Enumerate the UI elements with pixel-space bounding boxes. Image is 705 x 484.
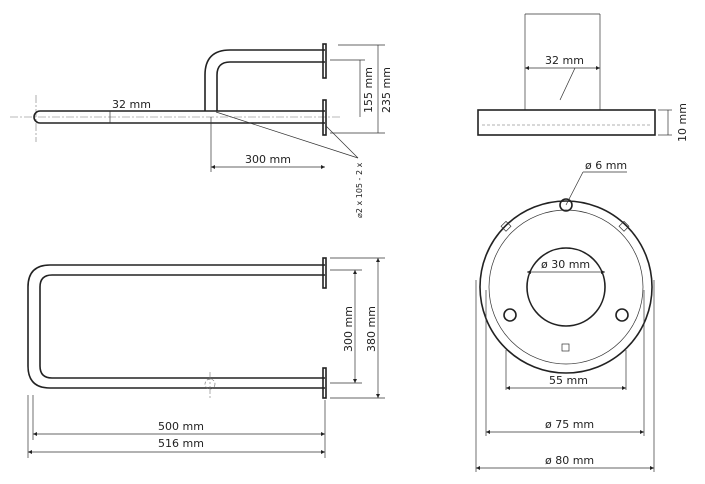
rod-diameter-label: 32 mm xyxy=(112,98,151,111)
outer-diameter-label: ø 80 mm xyxy=(545,454,594,467)
length-500-label: 500 mm xyxy=(158,420,204,433)
width-380-label: 380 mm xyxy=(365,306,378,352)
side-view: 32 mm 155 mm 235 mm 300 mm ⌀2 x 105 - 2 … xyxy=(10,43,393,218)
hole-label: ø 6 mm xyxy=(585,159,627,172)
width-300-label: 300 mm xyxy=(342,306,355,352)
center-hole-label: ø 30 mm xyxy=(541,258,590,271)
depth-300-label: 300 mm xyxy=(245,153,291,166)
length-516-label: 516 mm xyxy=(158,437,204,450)
thickness-label: 10 mm xyxy=(676,103,689,142)
hole-spacing-label: 55 mm xyxy=(549,374,588,387)
post-diameter-label: 32 mm xyxy=(545,54,584,67)
top-view: 300 mm 380 mm 500 mm 516 mm xyxy=(27,257,385,458)
inner-diameter-label: ø 75 mm xyxy=(545,418,594,431)
height-235-label: 235 mm xyxy=(380,67,393,113)
height-155-label: 155 mm xyxy=(362,67,375,113)
fixing-label: ⌀2 x 105 - 2 x xyxy=(355,162,364,218)
flange-side-view: 32 mm 10 mm xyxy=(477,13,689,142)
flange-plan-view: ø 30 mm ø 6 mm 55 mm ø 75 mm ø 80 mm xyxy=(475,159,655,472)
